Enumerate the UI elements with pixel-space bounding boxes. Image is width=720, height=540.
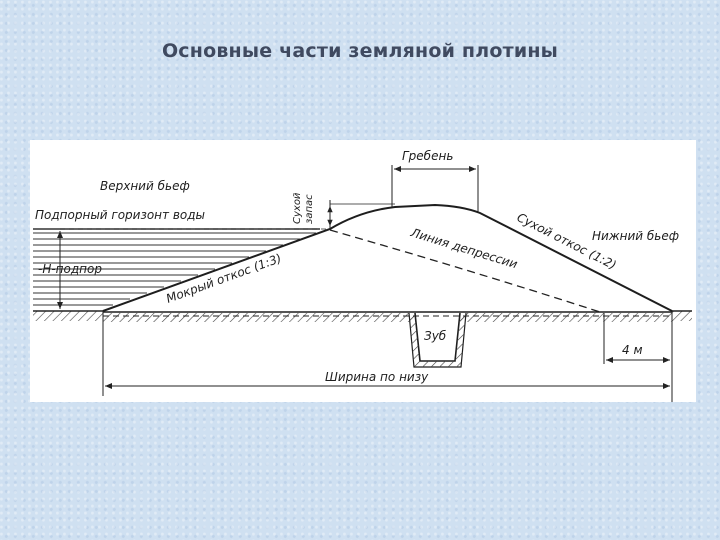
ground-right [672, 310, 692, 321]
freeboard-label-1: Сухой [292, 192, 303, 224]
crest-dimension [391, 165, 479, 213]
downstream-label: Нижний бьеф [592, 229, 679, 243]
ground-under-dam [103, 313, 672, 322]
freeboard-dimension [327, 200, 395, 229]
reservoir-water [33, 228, 320, 306]
dam-body [102, 203, 673, 312]
cutoff-tooth [408, 312, 467, 368]
dam-cross-section: Верхний бьеф Подпорный горизонт воды -H-… [33, 149, 692, 402]
freeboard-label-2: запас [304, 194, 315, 224]
toe-width-dimension [603, 311, 673, 402]
dam-diagram: Верхний бьеф Подпорный горизонт воды -H-… [30, 140, 696, 402]
crest-label: Гребень [402, 149, 453, 163]
ground-left [33, 310, 103, 321]
slide-title: Основные части земляной плотины [161, 40, 559, 62]
toe-width-label: 4 м [622, 343, 643, 357]
head-label: -H-подпор [38, 262, 102, 276]
upstream-label: Верхний бьеф [100, 179, 190, 193]
base-width-label: Ширина по низу [325, 370, 429, 384]
cutoff-tooth-label: Зуб [424, 329, 447, 343]
retained-level-label: Подпорный горизонт воды [35, 208, 205, 222]
base-width-dimension [102, 311, 670, 396]
seepage-line [329, 229, 601, 313]
